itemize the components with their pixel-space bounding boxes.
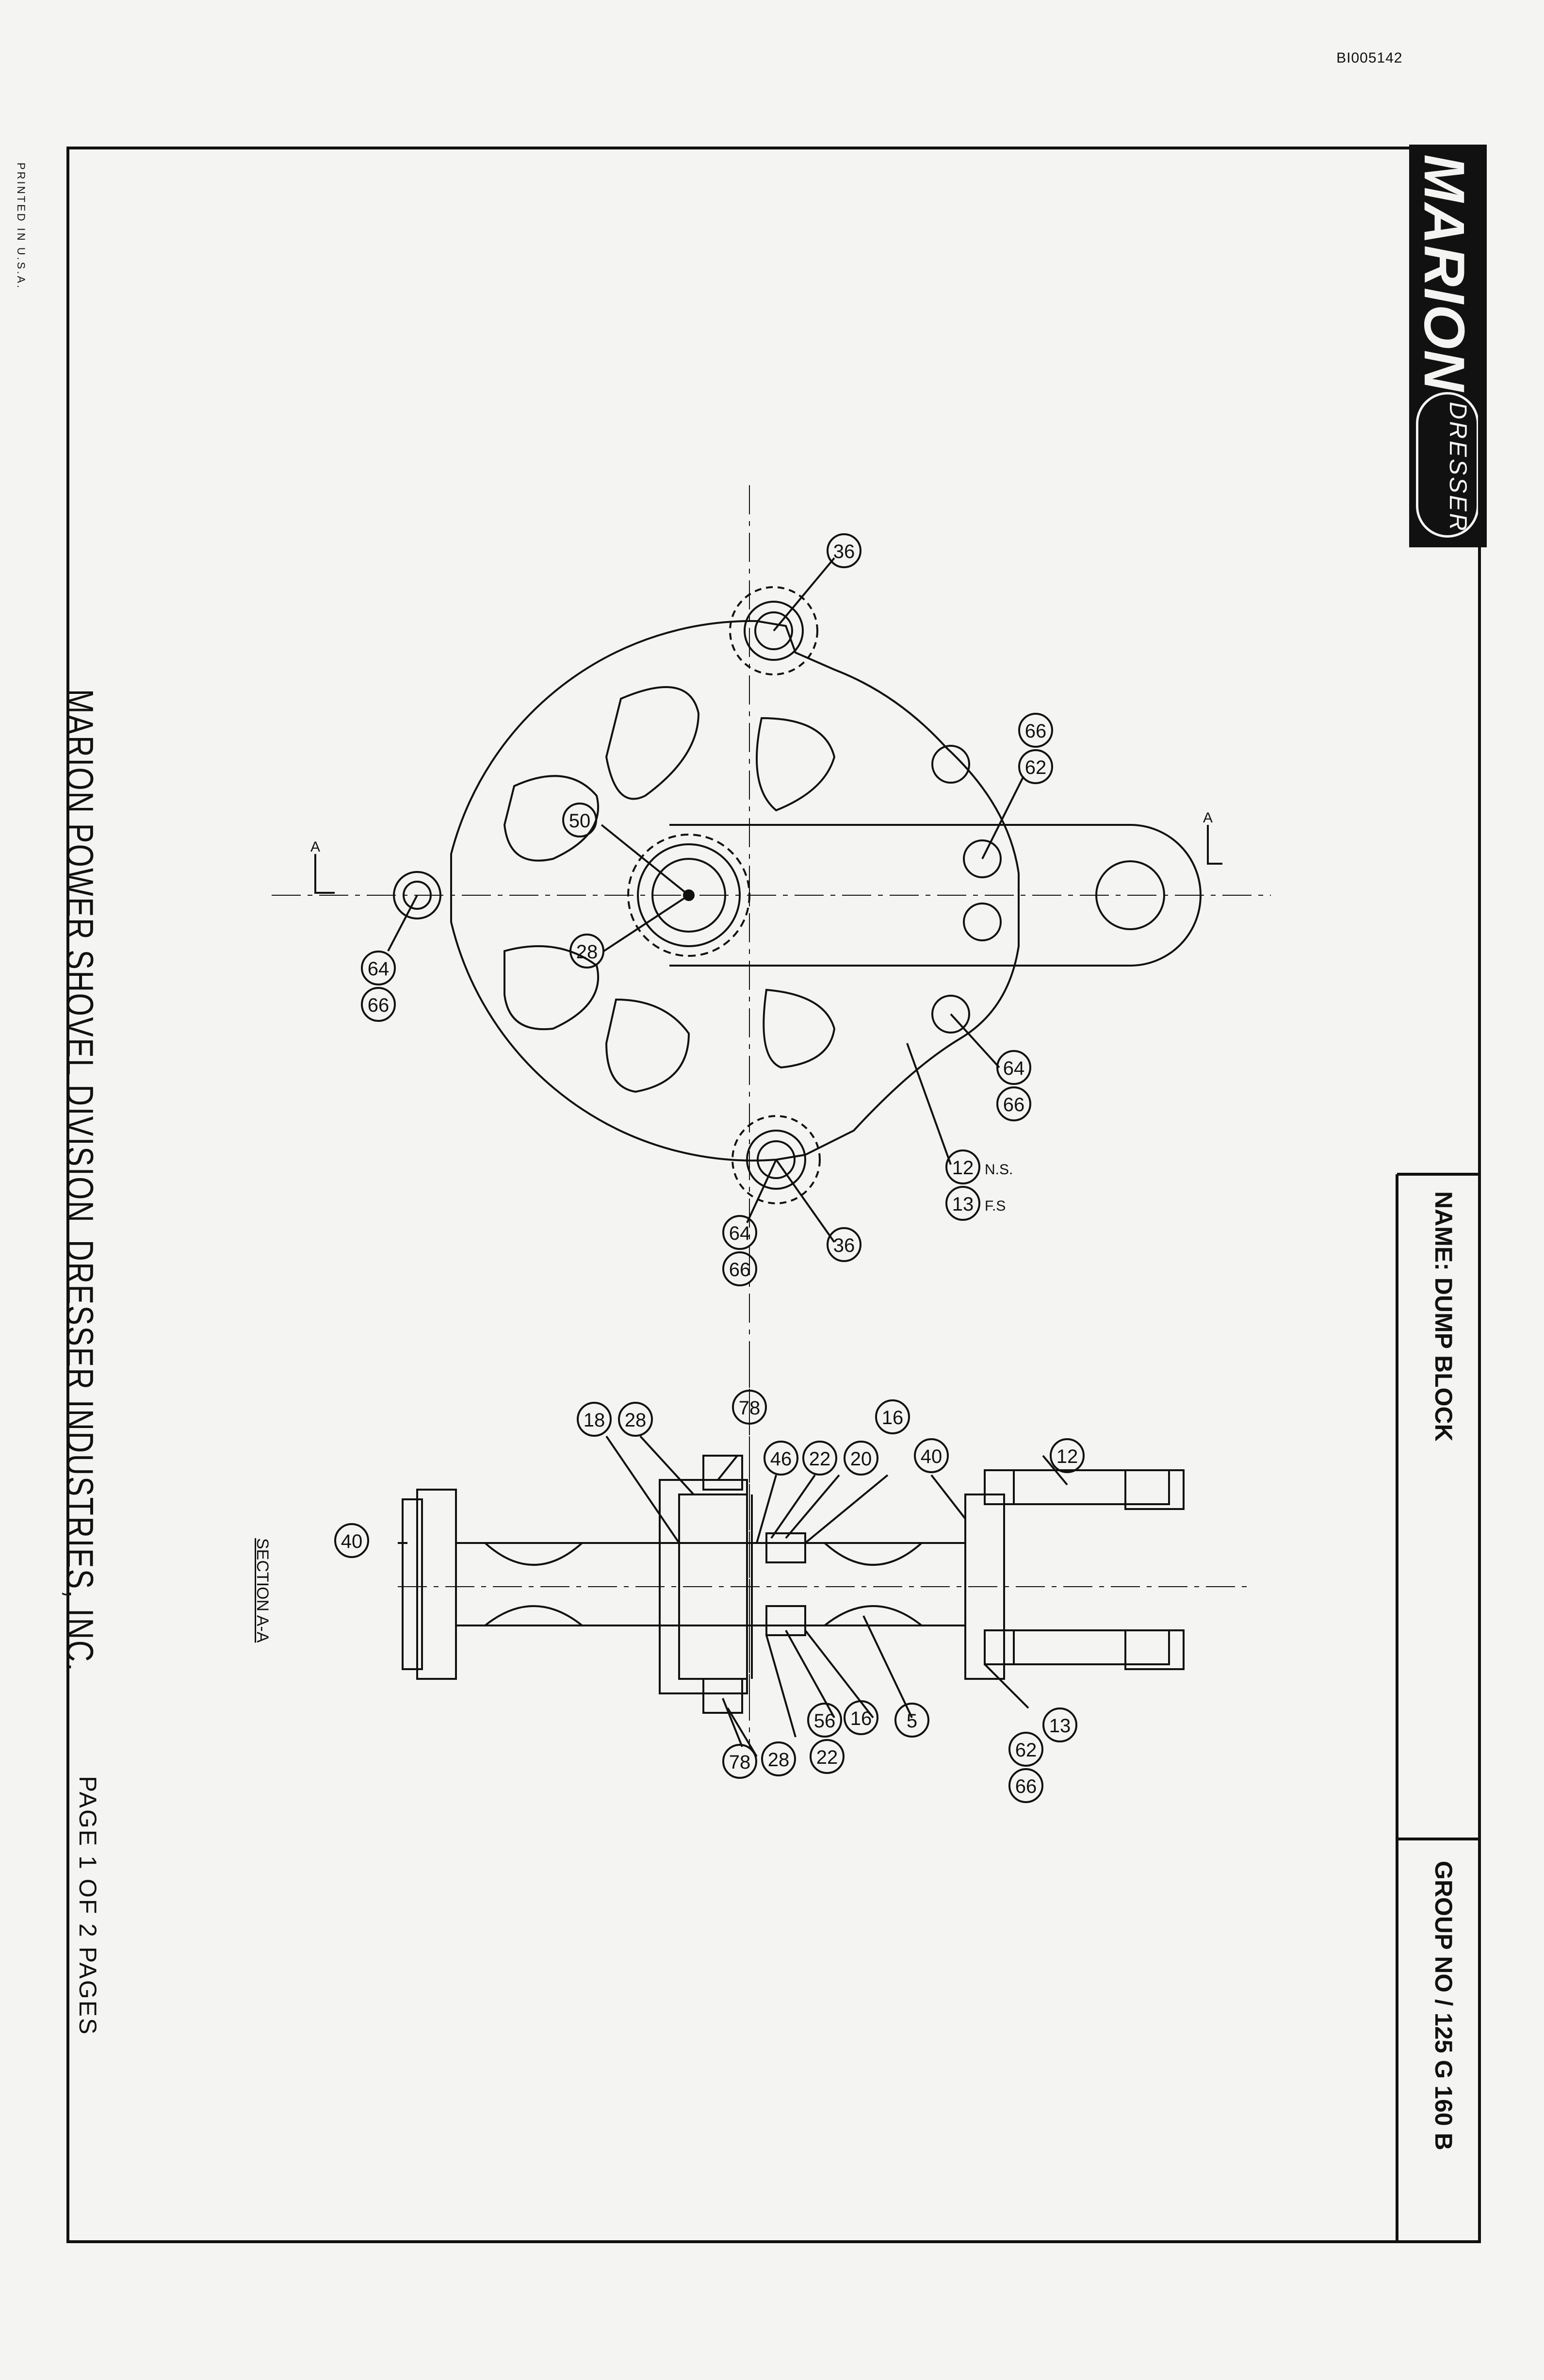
balloon-66-c: 66 <box>1003 1094 1025 1116</box>
balloon-36-top: 36 <box>833 541 855 562</box>
balloon-20: 20 <box>850 1448 872 1470</box>
balloon-22-bottom: 22 <box>816 1747 838 1768</box>
drawing-frame <box>66 147 1481 2243</box>
balloon-16-top: 16 <box>882 1407 904 1428</box>
balloon-62-section: 62 <box>1015 1740 1037 1761</box>
footer-company: DRESSER INDUSTRIES, INC. <box>59 1240 101 1673</box>
balloon-13-front: 13 <box>952 1194 974 1215</box>
note-fs: F.S <box>985 1198 1006 1214</box>
group-label: GROUP NO <box>1430 1861 1457 1993</box>
front-balloon-labels: 36 66 62 50 28 64 66 64 66 12 13 64 66 3… <box>368 541 1047 1280</box>
balloon-18: 18 <box>584 1410 605 1431</box>
balloon-66-a: 66 <box>1025 721 1047 742</box>
footer-division: MARION POWER SHOVEL DIVISION <box>59 689 101 1224</box>
balloon-56: 56 <box>814 1710 836 1732</box>
balloon-13-section: 13 <box>1049 1715 1071 1737</box>
group-value: 125 G 160 B <box>1430 2013 1457 2150</box>
balloon-36-bottom: 36 <box>833 1235 855 1256</box>
title-group: GROUP NO / 125 G 160 B <box>1430 1861 1457 2150</box>
balloon-64-c: 64 <box>729 1223 751 1244</box>
page-number: PAGE 1 OF 2 PAGES <box>74 1776 101 2036</box>
front-view-notes: N.S. F.S A A <box>310 810 1213 1214</box>
block-arm <box>669 824 1202 967</box>
balloon-12-front: 12 <box>952 1157 974 1179</box>
balloon-66-b: 66 <box>368 995 390 1016</box>
balloon-64-a: 64 <box>368 958 390 980</box>
section-marker-left: A <box>310 839 320 855</box>
balloon-62: 62 <box>1025 757 1047 778</box>
balloon-64-b: 64 <box>1003 1058 1025 1079</box>
balloon-28-front: 28 <box>576 941 598 963</box>
name-value: DUMP BLOCK <box>1430 1277 1457 1442</box>
balloon-50: 50 <box>569 810 591 832</box>
balloon-16-bottom: 16 <box>850 1708 872 1729</box>
balloon-28-top: 28 <box>625 1410 647 1431</box>
balloon-5: 5 <box>907 1710 917 1732</box>
arm-pin-hole <box>1095 860 1165 930</box>
front-balloons <box>361 533 1053 1286</box>
balloon-40-top: 40 <box>921 1446 943 1467</box>
brand-dresser-badge <box>1416 392 1479 538</box>
balloon-12-section: 12 <box>1056 1446 1078 1467</box>
section-view <box>398 1359 1251 1757</box>
balloon-40-bottom: 40 <box>341 1531 363 1552</box>
name-label: NAME: <box>1430 1191 1457 1271</box>
section-balloons <box>334 1390 1085 1803</box>
section-label: SECTION A-A <box>253 1538 272 1643</box>
document-id: BI005142 <box>1336 50 1403 66</box>
balloon-78-top: 78 <box>739 1397 761 1419</box>
section-marker-right: A <box>1203 810 1213 826</box>
note-ns: N.S. <box>985 1162 1013 1178</box>
section-balloon-labels: 12 40 16 20 22 46 78 28 18 40 13 5 16 56… <box>341 1397 1078 1797</box>
front-view <box>272 485 1271 1698</box>
balloon-66-section: 66 <box>1015 1776 1037 1797</box>
balloon-28-bottom: 28 <box>768 1749 790 1771</box>
balloon-66-d: 66 <box>729 1259 751 1280</box>
balloon-22-top: 22 <box>809 1448 831 1470</box>
balloon-78-bottom: 78 <box>729 1752 751 1773</box>
title-name: NAME: DUMP BLOCK <box>1430 1191 1458 1442</box>
sheave-outline <box>450 620 1020 1162</box>
balloon-46: 46 <box>770 1448 792 1470</box>
marion-dresser-logo: MARION DRESSER <box>1409 145 1487 547</box>
